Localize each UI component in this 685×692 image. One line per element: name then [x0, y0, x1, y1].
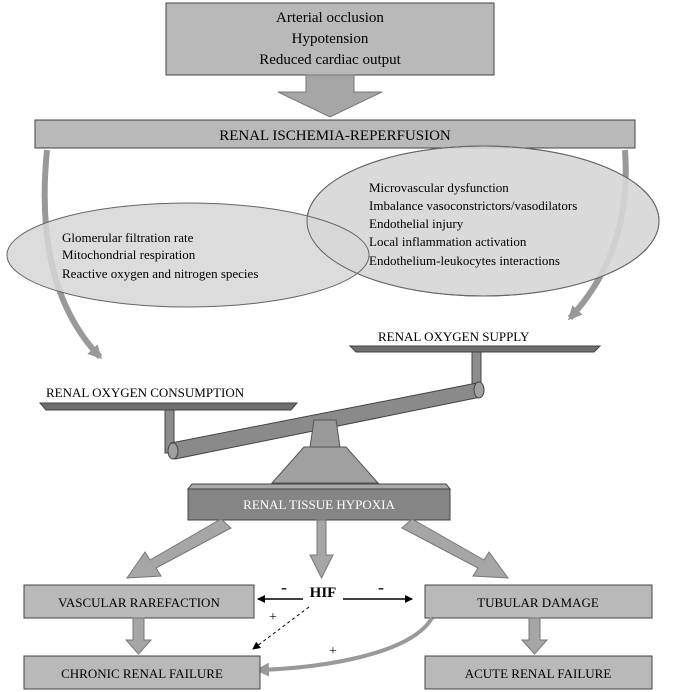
hypoxia-label: RENAL TISSUE HYPOXIA: [243, 497, 395, 512]
consumption-pan: [38, 402, 299, 411]
tubular-label: TUBULAR DAMAGE: [477, 595, 599, 610]
beam-left-end: [167, 442, 179, 460]
right-effects-ellipse: [306, 145, 660, 297]
right-effect-2: Imbalance vasoconstrictors/vasodilators: [369, 198, 577, 213]
hif-label: HIF: [310, 585, 337, 601]
beam-right-end: [473, 381, 485, 399]
causes-down-arrow: [277, 74, 383, 118]
left-effect-1: Glomerular filtration rate: [62, 230, 194, 245]
chronic-box: [23, 655, 261, 690]
minus-sign-left: -: [281, 577, 287, 597]
arrow-vascular-to-chronic: [124, 617, 153, 655]
cause-line-1: Arterial occlusion: [276, 10, 384, 26]
right-effect-5: Endothelium-leukocytes interactions: [369, 253, 560, 268]
supply-post: [471, 351, 482, 387]
arrow-to-vascular: [126, 518, 232, 579]
arrow-to-hif: [309, 519, 334, 580]
right-effect-1: Microvascular dysfunction: [369, 180, 509, 195]
cause-line-3: Reduced cardiac output: [259, 52, 401, 68]
vascular-label: VASCULAR RAREFACTION: [58, 595, 220, 610]
main-title: RENAL ISCHEMIA-REPERFUSION: [219, 128, 451, 144]
left-effect-3: Reactive oxygen and nitrogen species: [62, 266, 258, 281]
acute-box: [424, 655, 653, 690]
supply-label: RENAL OXYGEN SUPPLY: [378, 329, 530, 344]
left-effects-ellipse: [6, 202, 370, 308]
minus-sign-right: -: [378, 577, 384, 597]
arrow-tubular-to-acute: [520, 617, 549, 655]
right-effect-3: Endothelial injury: [369, 216, 464, 231]
scale-pivot-base: [270, 446, 380, 484]
causes-box: [165, 2, 495, 76]
plus-sign-tubular: +: [329, 644, 337, 659]
hif-to-chronic-dashed: [252, 606, 310, 650]
hypoxia-box-top: [186, 483, 452, 490]
main-title-bar: [34, 119, 636, 149]
acute-label: ACUTE RENAL FAILURE: [465, 666, 612, 681]
consumption-label: RENAL OXYGEN CONSUMPTION: [46, 385, 245, 400]
arrow-to-tubular: [401, 518, 510, 579]
supply-pan: [348, 345, 602, 353]
tubular-to-chronic-curve: [255, 616, 434, 677]
right-effects-ellipse-outline: [306, 145, 660, 297]
vascular-box: [23, 584, 255, 619]
plus-sign-hif: +: [269, 610, 277, 625]
left-effect-2: Mitochondrial respiration: [62, 247, 196, 262]
chronic-label: CHRONIC RENAL FAILURE: [61, 666, 223, 681]
right-effect-4: Local inflammation activation: [369, 234, 527, 249]
scale-pivot-neck: [309, 419, 341, 448]
cause-line-2: Hypotension: [292, 31, 369, 47]
